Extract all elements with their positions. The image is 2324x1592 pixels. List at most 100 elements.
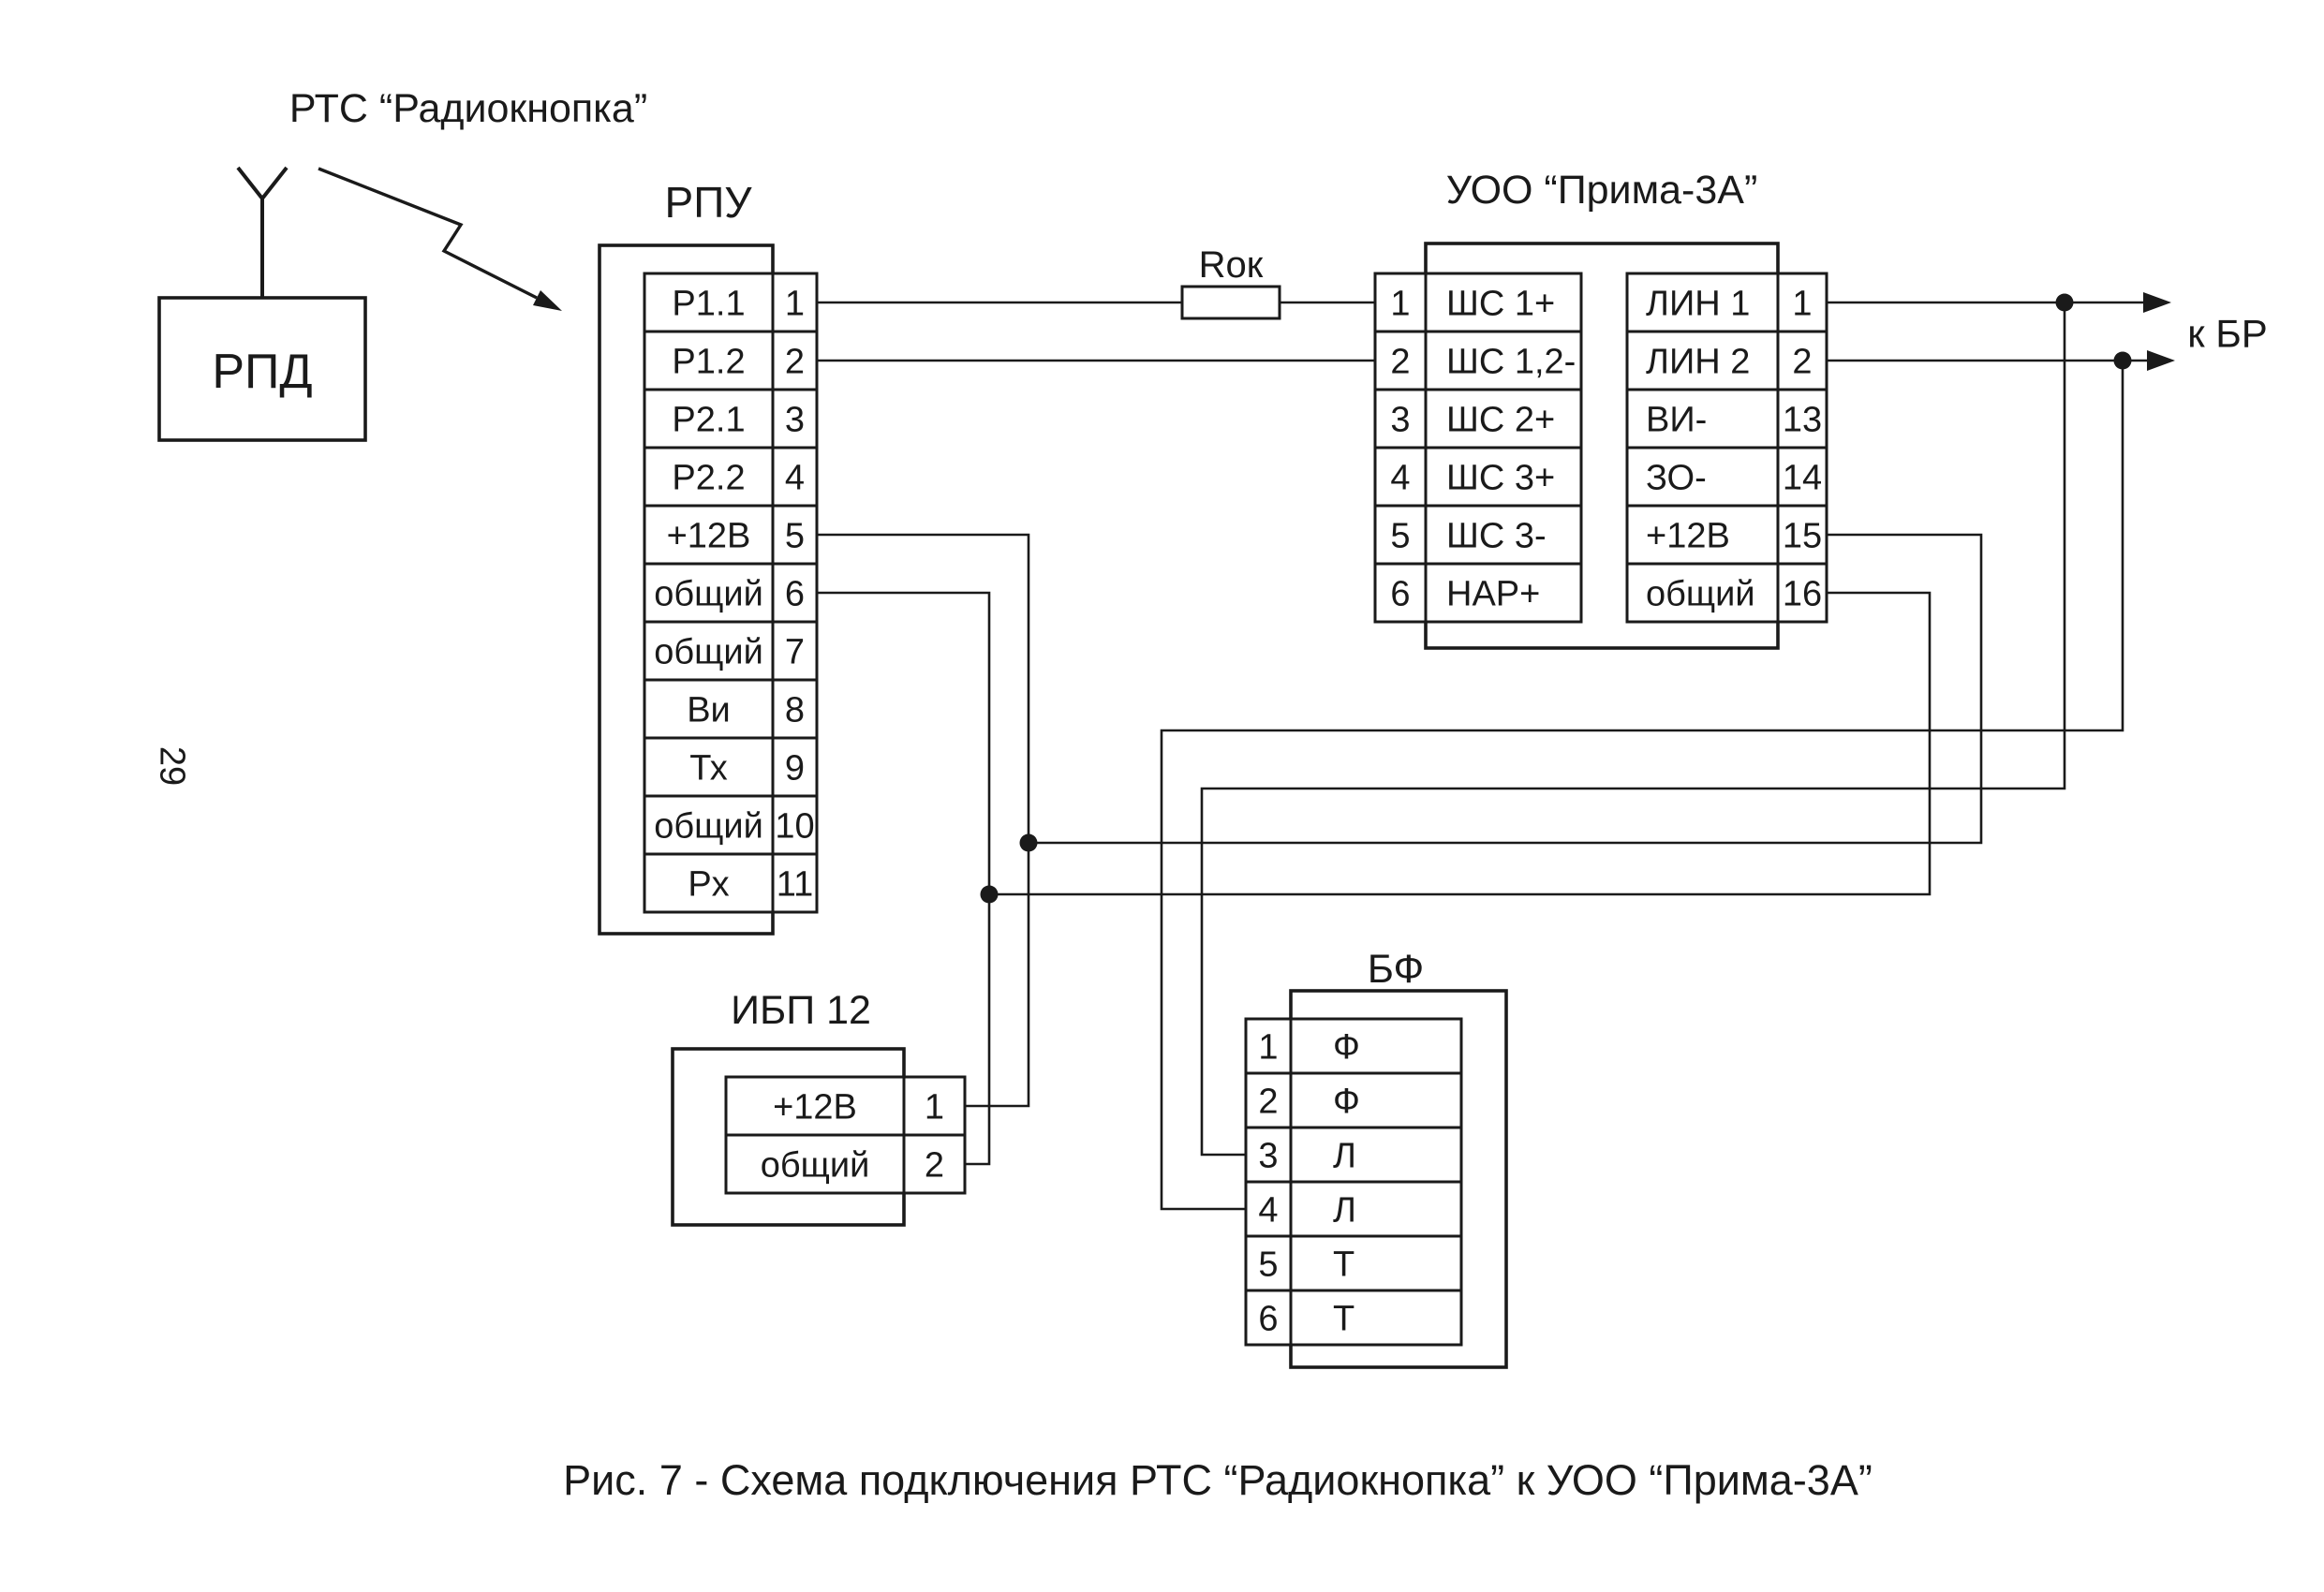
rpu-label: общий xyxy=(654,574,763,613)
radio-wave-zigzag xyxy=(318,167,538,300)
uoo-right-pin: 16 xyxy=(1783,574,1822,613)
bf-label-cell xyxy=(1289,1071,1463,1129)
wire-12v-rpu-to-ibp xyxy=(817,533,1030,1108)
bf-label: Л xyxy=(1333,1136,1356,1175)
rpu-label-cell xyxy=(643,562,775,624)
bf-label: Т xyxy=(1333,1245,1354,1284)
uoo-left-pin: 2 xyxy=(1390,342,1410,381)
bf-pin: 1 xyxy=(1258,1027,1278,1067)
rpu-pin-cell xyxy=(771,852,819,914)
uoo-right-label: +12В xyxy=(1646,516,1730,555)
uoo-left-label-cell xyxy=(1424,562,1583,624)
rpu-pin: 8 xyxy=(785,690,805,730)
rpu-pin: 11 xyxy=(777,864,813,904)
rpu-pin-cell xyxy=(771,620,819,682)
bf-label: Т xyxy=(1333,1299,1354,1338)
bf-pin: 3 xyxy=(1258,1136,1278,1175)
rpu-label-cell xyxy=(643,852,775,914)
antenna-left-arm xyxy=(236,166,264,200)
bf-label-cell xyxy=(1289,1289,1463,1347)
ibp-label: общий xyxy=(761,1145,870,1185)
rpu-label: общий xyxy=(654,806,763,846)
bf-pin-cell xyxy=(1244,1017,1293,1075)
uoo-right-pin-cell xyxy=(1776,504,1828,566)
bf-label: Ф xyxy=(1333,1082,1360,1121)
bf-label-cell xyxy=(1289,1180,1463,1238)
uoo-left-label: ШС 2+ xyxy=(1446,400,1555,439)
rpu-label: Тх xyxy=(689,748,728,788)
resistor-icon xyxy=(1180,285,1281,320)
rpu-label: Р2.2 xyxy=(672,458,745,497)
rpu-label-cell xyxy=(643,620,775,682)
uoo-right-label-cell xyxy=(1625,504,1780,566)
uoo-left-label: НАР+ xyxy=(1446,574,1540,613)
rpu-pin: 6 xyxy=(785,574,805,613)
ibp-pin-cell xyxy=(902,1133,967,1195)
junction-dot-lin2 xyxy=(2113,351,2132,370)
uoo-right-pin-cell xyxy=(1776,562,1828,624)
wire-common-rpu-to-ibp xyxy=(817,591,991,1166)
rpu-pin: 10 xyxy=(775,806,814,846)
radio-wave-arrowhead-icon xyxy=(533,290,562,311)
resistor-label: Rок xyxy=(1199,244,1264,286)
rpu-pin: 7 xyxy=(785,632,805,671)
bf-label-cell xyxy=(1289,1234,1463,1292)
bf-title: БФ xyxy=(1368,947,1424,992)
bf-label: Л xyxy=(1333,1190,1356,1230)
uoo-left-pin: 6 xyxy=(1390,574,1410,613)
bf-pin-cell xyxy=(1244,1126,1293,1184)
rpu-pin-cell xyxy=(771,678,819,740)
uoo-right-pin: 14 xyxy=(1783,458,1822,497)
rpu-label-cell xyxy=(643,794,775,856)
rpu-label: Ви xyxy=(687,690,731,730)
ibp-pin-cell xyxy=(902,1075,967,1137)
rpu-label: Рх xyxy=(688,864,729,904)
uoo-right-pin-cell xyxy=(1776,272,1828,333)
rpu-pin: 2 xyxy=(785,342,805,381)
rpu-label: общий xyxy=(654,632,763,671)
ibp-title: ИБП 12 xyxy=(731,988,871,1033)
uoo-left-label-cell xyxy=(1424,504,1583,566)
junction-dot-lin1 xyxy=(2055,293,2074,312)
rpu-label-cell xyxy=(643,388,775,450)
uoo-right-label: ЛИН 2 xyxy=(1646,342,1750,381)
ibp-pin: 1 xyxy=(925,1087,944,1127)
junction-dot-common xyxy=(980,885,999,904)
uoo-left-label: ШС 1+ xyxy=(1446,284,1555,323)
page-number: 29 xyxy=(153,746,192,786)
uoo-left-label-cell xyxy=(1424,330,1583,391)
rpu-pin: 9 xyxy=(785,748,805,788)
antenna-right-arm xyxy=(260,166,289,200)
rpu-pin-cell xyxy=(771,562,819,624)
rpu-label: +12В xyxy=(667,516,751,555)
radio-wave-arrow xyxy=(318,167,562,311)
uoo-right-pin: 15 xyxy=(1783,516,1822,555)
rts-title: РТС “Радиокнопка” xyxy=(289,86,647,131)
uoo-right-label-cell xyxy=(1625,562,1780,624)
ibp-label-cell xyxy=(724,1133,906,1195)
bf-label: Ф xyxy=(1333,1027,1360,1067)
rpu-label-cell xyxy=(643,504,775,566)
rpu-pin: 3 xyxy=(785,400,805,439)
ibp-label: +12В xyxy=(773,1087,857,1127)
bf-label-cell xyxy=(1289,1017,1463,1075)
figure-caption: Рис. 7 - Схема подключения РТС “Радиокно… xyxy=(563,1456,1873,1504)
ibp-pin: 2 xyxy=(925,1145,944,1185)
wire-12v-branch-to-uoo15 xyxy=(1029,533,1983,845)
rpu-label-cell xyxy=(643,446,775,508)
rpu-pin: 4 xyxy=(785,458,805,497)
rpu-label: Р1.2 xyxy=(672,342,745,381)
rpd-label: РПД xyxy=(212,345,312,399)
bf-label-cell xyxy=(1289,1126,1463,1184)
rpu-title: РПУ xyxy=(665,178,753,227)
bf-pin-cell xyxy=(1244,1180,1293,1238)
uoo-left-label-cell xyxy=(1424,388,1583,450)
uoo-left-label: ШС 3- xyxy=(1446,516,1547,555)
rpu-label: Р1.1 xyxy=(672,284,745,323)
ibp-table: +12В 1 общий 2 xyxy=(724,1075,967,1195)
